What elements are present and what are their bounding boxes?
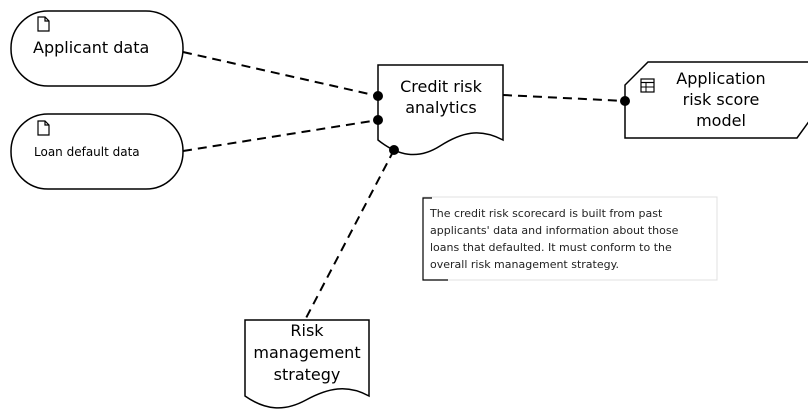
note-line-4: overall risk management strategy. — [430, 258, 619, 271]
connector-analytics-to-strategy[interactable] — [304, 149, 395, 321]
application-risk-score-model-shape — [624, 61, 808, 139]
risk-management-strategy-label-line-1: Risk — [290, 321, 324, 340]
applicant-data-label: Applicant data — [33, 38, 149, 57]
note-line-2: applicants' data and information about t… — [430, 224, 679, 237]
risk-management-strategy-shape — [244, 319, 370, 409]
loan-default-data-label: Loan default data — [34, 145, 140, 159]
node-applicant-data[interactable]: Applicant data — [10, 10, 184, 87]
node-loan-default-data[interactable]: Loan default data — [10, 113, 184, 190]
note-box-bracket — [422, 197, 448, 281]
table-icon — [640, 78, 655, 93]
connector-analytics-to-model[interactable] — [502, 94, 626, 102]
credit-risk-analytics-label-line-2: analytics — [405, 98, 477, 117]
applicant-data-shape — [10, 10, 184, 87]
application-risk-score-model-label-line-2: risk score — [683, 90, 760, 109]
note-box[interactable]: The credit risk scorecard is built from … — [422, 196, 718, 281]
loan-default-data-shape — [10, 113, 184, 190]
endpoint-dot-strategy — [389, 145, 399, 155]
note-line-1: The credit risk scorecard is built from … — [429, 207, 663, 220]
endpoint-dot-applicant — [373, 91, 383, 101]
document-icon — [37, 120, 50, 136]
node-risk-management-strategy[interactable]: Risk management strategy — [244, 319, 370, 409]
credit-risk-analytics-label-line-1: Credit risk — [400, 77, 483, 96]
node-credit-risk-analytics[interactable]: Credit risk analytics — [377, 64, 504, 156]
note-box-border — [422, 196, 718, 281]
node-application-risk-score-model[interactable]: Application risk score model — [624, 61, 808, 139]
endpoint-dot-loan-default — [373, 115, 383, 125]
application-risk-score-model-label-line-3: model — [696, 111, 746, 130]
risk-management-strategy-label-line-2: management — [253, 343, 360, 362]
note-line-3: loans that defaulted. It must conform to… — [430, 241, 672, 254]
risk-management-strategy-label-line-3: strategy — [274, 365, 341, 384]
connector-endpoints — [373, 91, 630, 155]
connector-loan-default-to-analytics[interactable] — [182, 119, 379, 152]
connectors — [182, 51, 626, 321]
connector-applicant-to-analytics[interactable] — [182, 51, 379, 97]
endpoint-dot-model — [620, 96, 630, 106]
application-risk-score-model-label-line-1: Application — [676, 69, 765, 88]
document-icon — [37, 16, 50, 32]
